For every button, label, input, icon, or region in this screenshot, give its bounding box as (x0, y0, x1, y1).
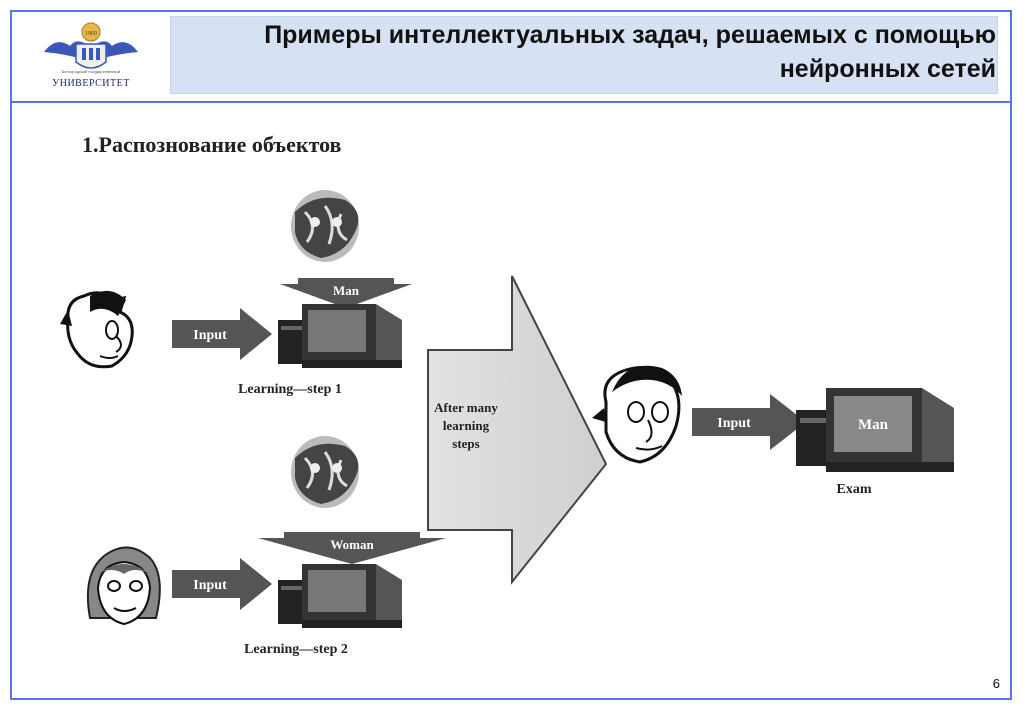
university-logo: 1909 Белгородский государственный УНИВЕР… (36, 18, 146, 96)
woman-face-icon (86, 546, 161, 626)
slide-frame (10, 10, 1012, 700)
big-arrow-text-2: learning (443, 418, 490, 433)
header-band (170, 16, 998, 94)
step1-input-label: Input (193, 328, 227, 343)
input-arrow-icon (692, 394, 806, 450)
svg-text:Белгородский государственный: Белгородский государственный (62, 69, 121, 74)
exam-screen-label: Man (858, 417, 889, 433)
slide-title: Примеры интеллектуальных задач, решаемых… (264, 21, 996, 83)
exam-input-label: Input (717, 416, 751, 431)
big-arrow-text-1: After many (434, 400, 498, 415)
down-arrow-icon (258, 532, 446, 564)
object-recognition-diagram: 1.Распознование объектов Man Input Learn… (60, 132, 954, 657)
computer-icon (278, 564, 402, 628)
down-arrow-icon (280, 278, 412, 308)
exam-caption: Exam (837, 482, 872, 497)
step2-caption: Learning—step 2 (244, 642, 348, 657)
svg-text:1909: 1909 (85, 31, 97, 37)
step2-label-woman: Woman (330, 537, 374, 552)
computer-icon (796, 388, 954, 472)
big-arrow-text-3: steps (452, 436, 479, 451)
man-face-icon (60, 290, 134, 369)
logo-text: УНИВЕРСИТЕТ (52, 78, 130, 89)
page-number: 6 (992, 676, 1000, 691)
step2-input-label: Input (193, 578, 227, 593)
logo-emblem-icon: 1909 Белгородский государственный (44, 22, 138, 74)
input-arrow-icon (172, 308, 272, 360)
distorted-face-icon (291, 190, 359, 262)
diagram-heading: 1.Распознование объектов (82, 132, 342, 157)
step1-label-man: Man (333, 283, 360, 298)
big-arrow-icon (427, 275, 608, 585)
computer-icon (278, 304, 402, 368)
input-arrow-icon (172, 558, 272, 610)
distorted-face-icon (291, 436, 359, 508)
test-face-icon (592, 365, 682, 464)
step1-caption: Learning—step 1 (238, 382, 342, 397)
header-divider (12, 101, 1010, 103)
